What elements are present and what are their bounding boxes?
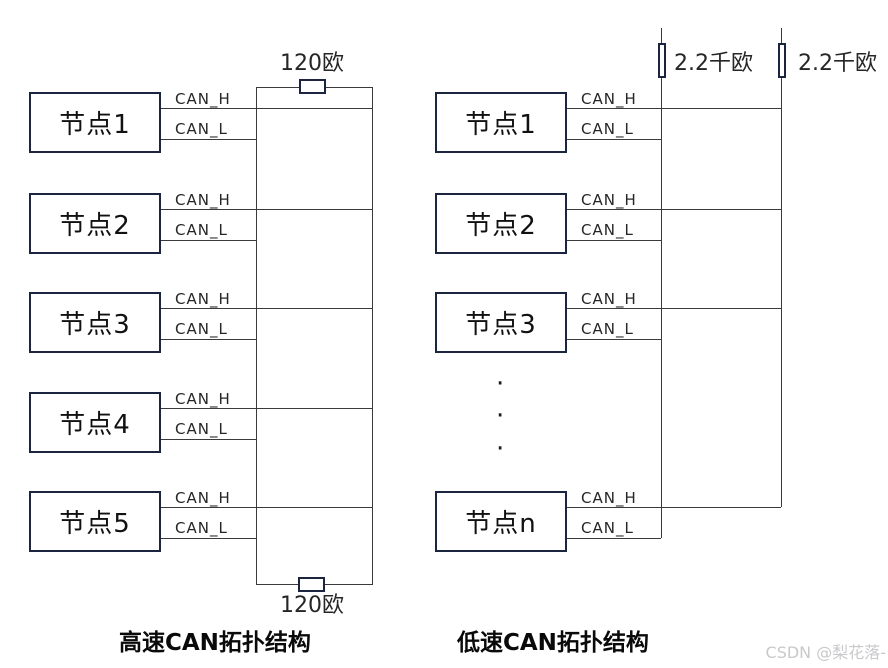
can-h-wire (567, 308, 781, 309)
can-l-bus-top-stub (661, 28, 662, 43)
can-h-wire (161, 108, 372, 109)
bottom-resistor-label: 120欧 (280, 593, 344, 618)
node-box: 节点1 (29, 92, 161, 153)
can-h-wire (161, 209, 372, 210)
top-termination-resistor (299, 79, 326, 94)
low-speed-caption: 低速CAN拓扑结构 (457, 630, 649, 656)
ellipsis-dot: · (496, 434, 505, 464)
node-box: 节点5 (29, 491, 161, 552)
bottom-termination-resistor (298, 577, 325, 592)
node-group-1: 节点1 CAN_H CAN_L (435, 92, 781, 153)
can-l-wire (567, 339, 661, 340)
top-resistor-label: 120欧 (280, 51, 344, 76)
watermark: CSDN @梨花落- (765, 643, 886, 662)
can-l-label: CAN_L (175, 420, 228, 438)
can-h-wire (161, 507, 372, 508)
node-label: 节点1 (465, 110, 537, 140)
can-l-label: CAN_L (581, 320, 634, 338)
can-h-label: CAN_H (175, 90, 231, 108)
node-label: 节点2 (59, 211, 131, 241)
can-h-label: CAN_H (175, 489, 231, 507)
can-l-wire (567, 240, 661, 241)
node-group-3: 节点3 CAN_H CAN_L (435, 292, 781, 353)
node-group-5: 节点5 CAN_H CAN_L (29, 491, 372, 552)
can-l-wire (161, 538, 256, 539)
node-box: 节点n (435, 491, 567, 552)
can-l-label: CAN_L (581, 221, 634, 239)
can-h-label: CAN_H (581, 90, 637, 108)
can-l-label: CAN_L (175, 120, 228, 138)
left-resistor-label: 2.2千欧 (674, 51, 753, 76)
can-h-wire (567, 507, 781, 508)
left-bus-resistor (658, 43, 666, 78)
can-h-label: CAN_H (581, 290, 637, 308)
node-label: 节点n (465, 509, 537, 539)
node-label: 节点2 (465, 211, 537, 241)
ellipsis-dot: · (496, 369, 505, 399)
node-group-1: 节点1 CAN_H CAN_L (29, 92, 372, 153)
node-group-2: 节点2 CAN_H CAN_L (29, 193, 372, 254)
can-l-wire (567, 139, 661, 140)
can-l-label: CAN_L (581, 120, 634, 138)
high-speed-caption: 高速CAN拓扑结构 (119, 630, 311, 656)
can-h-label: CAN_H (175, 390, 231, 408)
can-l-label: CAN_L (581, 519, 634, 537)
can-h-label: CAN_H (175, 290, 231, 308)
can-l-label: CAN_L (175, 320, 228, 338)
node-label: 节点4 (59, 410, 131, 440)
node-label: 节点1 (59, 110, 131, 140)
can-l-label: CAN_L (175, 221, 228, 239)
can-h-label: CAN_H (175, 191, 231, 209)
can-h-bus-line (781, 78, 782, 507)
node-box: 节点2 (435, 193, 567, 254)
node-group-2: 节点2 CAN_H CAN_L (435, 193, 781, 254)
node-box: 节点4 (29, 392, 161, 453)
can-h-wire (567, 108, 781, 109)
ellipsis-dot: · (496, 401, 505, 431)
node-box: 节点2 (29, 193, 161, 254)
can-h-wire (161, 408, 372, 409)
node-label: 节点3 (59, 310, 131, 340)
can-l-wire (567, 538, 661, 539)
can-h-bus-line (372, 87, 373, 584)
can-l-wire (161, 439, 256, 440)
can-l-wire (161, 339, 256, 340)
can-h-wire (161, 308, 372, 309)
can-l-wire (161, 240, 256, 241)
can-h-label: CAN_H (581, 489, 637, 507)
can-h-wire (567, 209, 781, 210)
can-l-label: CAN_L (175, 519, 228, 537)
node-group-3: 节点3 CAN_H CAN_L (29, 292, 372, 353)
right-resistor-label: 2.2千欧 (798, 51, 877, 76)
node-box: 节点3 (29, 292, 161, 353)
right-bus-resistor (778, 43, 786, 78)
node-label: 节点3 (465, 310, 537, 340)
node-label: 节点5 (59, 509, 131, 539)
can-h-label: CAN_H (581, 191, 637, 209)
can-l-bus-line (256, 87, 257, 584)
node-box: 节点3 (435, 292, 567, 353)
can-l-wire (161, 139, 256, 140)
can-h-bus-top-stub (781, 28, 782, 43)
node-group-n: 节点n CAN_H CAN_L (435, 491, 781, 552)
node-box: 节点1 (435, 92, 567, 153)
node-group-4: 节点4 CAN_H CAN_L (29, 392, 372, 453)
